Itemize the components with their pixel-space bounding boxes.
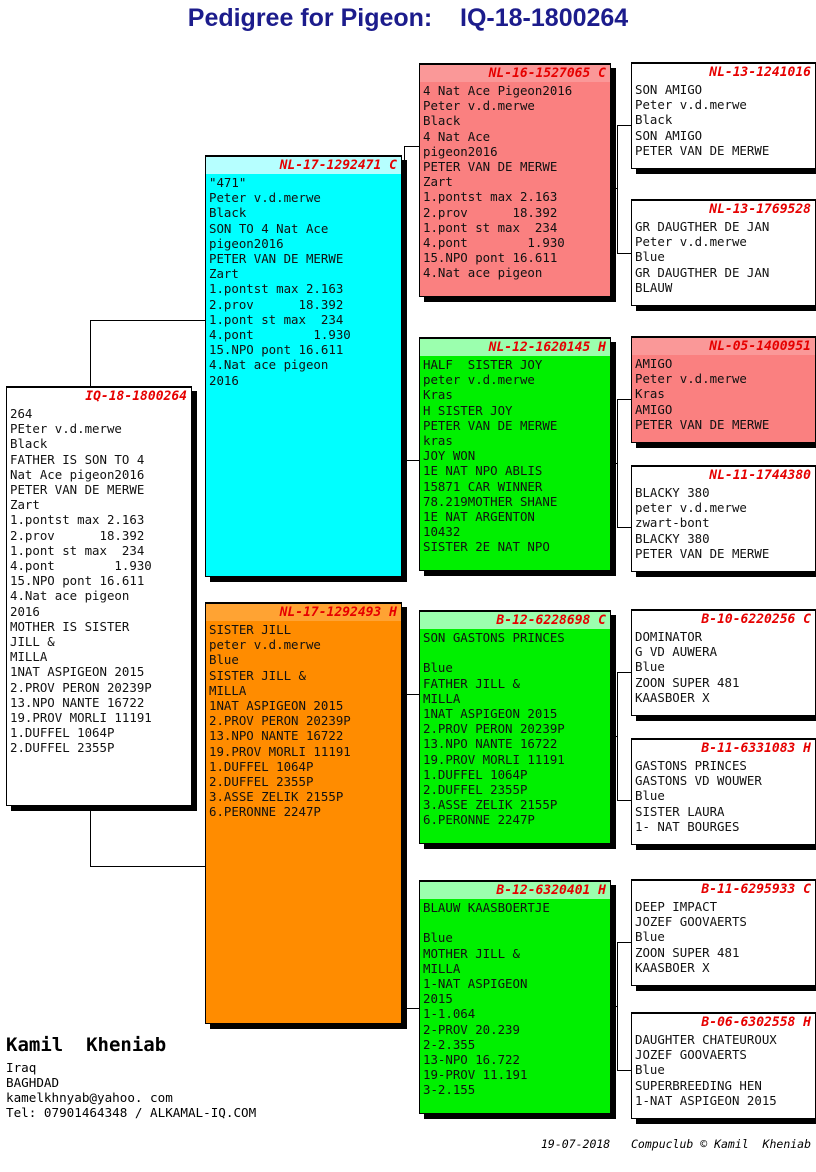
connector-to-gen4-1 [617,125,632,126]
pedigree-box-subject[interactable]: IQ-18-1800264 264 PEter v.d.merwe Black … [6,386,192,806]
footer-credit: 19-07-2018 Compuclub © Kamil Kheniab [541,1137,812,1151]
connector-gen3-2-stub [608,463,618,464]
owner-email: kamelkhnyab@yahoo. com [6,1090,173,1105]
connector-gen3-1-vertical [617,125,618,253]
pedigree-box-gen3-4[interactable]: B-12-6320401 H BLAUW KAASBOERTJE Blue MO… [419,880,611,1114]
box-details-gen4-6: GASTONS PRINCES GASTONS VD WOUWER Blue S… [635,758,762,834]
box-header-rule [632,739,815,740]
connector-to-gen4-3 [617,399,632,400]
connector-gen3-4-stub [608,1006,618,1007]
ring-number-gen2-mother: NL-17-1292493 H [206,604,401,621]
ring-number-gen4-7: B-11-6295933 C [632,881,815,898]
pedigree-box-gen2-mother[interactable]: NL-17-1292493 H SISTER JILL peter v.d.me… [205,602,402,1024]
connector-gen3-3-stub [608,736,618,737]
box-header-rule [632,337,815,338]
connector-to-gen2-mother [90,866,206,867]
pedigree-box-gen4-6[interactable]: B-11-6331083 H GASTONS PRINCES GASTONS V… [631,738,816,845]
pedigree-box-gen4-7[interactable]: B-11-6295933 C DEEP IMPACT JOZEF GOOVAER… [631,879,816,986]
box-details-gen3-4: BLAUW KAASBOERTJE Blue MOTHER JILL & MIL… [423,900,550,1098]
ring-number-gen4-4: NL-11-1744380 [632,467,815,484]
box-details-gen2-mother: SISTER JILL peter v.d.merwe Blue SISTER … [209,622,351,820]
pedigree-box-gen4-3[interactable]: NL-05-1400951 AMIGO Peter v.d.merwe Kras… [631,336,816,443]
box-details-gen4-8: DAUGHTER CHATEUROUX JOZEF GOOVAERTS Blue… [635,1032,777,1108]
box-details-gen3-1: 4 Nat Ace Pigeon2016 Peter v.d.merwe Bla… [423,83,573,281]
connector-to-gen2-father [90,320,206,321]
box-details-gen2-father: "471" Peter v.d.merwe Black SON TO 4 Nat… [209,175,351,388]
box-header-rule [206,156,401,157]
box-details-gen4-5: DOMINATOR G VD AUWERA Blue ZOON SUPER 48… [635,629,740,705]
box-header-rule [206,603,401,604]
box-details-gen4-1: SON AMIGO Peter v.d.merwe Black SON AMIG… [635,82,770,158]
pedigree-box-gen4-4[interactable]: NL-11-1744380 BLACKY 380 peter v.d.merwe… [631,465,816,572]
connector-gen2-father-vertical [404,146,405,460]
pedigree-box-gen4-2[interactable]: NL-13-1769528 GR DAUGTHER DE JAN Peter v… [631,199,816,306]
ring-number-gen4-8: B-06-6302558 H [632,1014,815,1031]
ring-number-gen3-2: NL-12-1620145 H [420,339,610,356]
owner-city: BAGHDAD [6,1075,60,1090]
box-header-rule [632,610,815,611]
box-header-rule [420,338,610,339]
ring-number-gen4-5: B-10-6220256 C [632,611,815,628]
connector-to-gen4-2 [617,253,632,254]
box-header-rule [420,881,610,882]
ring-number-gen3-1: NL-16-1527065 C [420,65,610,82]
connector-to-gen4-7 [617,942,632,943]
ring-number-gen4-3: NL-05-1400951 [632,338,815,355]
ring-number-gen4-6: B-11-6331083 H [632,740,815,757]
box-details-gen3-3: SON GASTONS PRINCES Blue FATHER JILL & M… [423,630,565,828]
box-details-gen4-7: DEEP IMPACT JOZEF GOOVAERTS Blue ZOON SU… [635,899,747,975]
ring-number-gen4-2: NL-13-1769528 [632,201,815,218]
page-title: Pedigree for Pigeon: IQ-18-1800264 [187,4,629,32]
box-header-rule [420,611,610,612]
box-details-gen3-2: HALF SISTER JOY peter v.d.merwe Kras H S… [423,357,558,555]
box-header-rule [632,200,815,201]
pedigree-box-gen3-2[interactable]: NL-12-1620145 H HALF SISTER JOY peter v.… [419,337,611,571]
ring-number-gen4-1: NL-13-1241016 [632,64,815,81]
owner-country: Iraq [6,1060,37,1075]
pedigree-box-gen4-5[interactable]: B-10-6220256 C DOMINATOR G VD AUWERA Blu… [631,609,816,716]
connector-gen3-1-stub [608,188,618,189]
pedigree-box-gen4-8[interactable]: B-06-6302558 H DAUGHTER CHATEUROUX JOZEF… [631,1012,816,1119]
owner-name: Kamil Kheniab [6,1034,167,1056]
connector-to-gen4-5 [617,672,632,673]
connector-to-gen4-4 [617,527,632,528]
connector-to-gen4-8 [617,1070,632,1071]
connector-to-gen3-2 [404,460,421,461]
connector-to-gen3-1 [404,146,421,147]
ring-number-subject: IQ-18-1800264 [7,388,191,405]
ring-number-gen2-father: NL-17-1292471 C [206,157,401,174]
connector-to-gen4-6 [617,800,632,801]
box-details-subject: 264 PEter v.d.merwe Black FATHER IS SON … [10,406,152,756]
owner-phone: Tel: 07901464348 / ALKAMAL-IQ.COM [6,1105,257,1120]
pedigree-box-gen3-3[interactable]: B-12-6228698 C SON GASTONS PRINCES Blue … [419,610,611,844]
box-header-rule [632,466,815,467]
box-header-rule [420,64,610,65]
ring-number-gen3-3: B-12-6228698 C [420,612,610,629]
connector-to-gen3-3 [404,694,421,695]
pedigree-box-gen4-1[interactable]: NL-13-1241016 SON AMIGO Peter v.d.merwe … [631,62,816,169]
pedigree-box-gen3-1[interactable]: NL-16-1527065 C 4 Nat Ace Pigeon2016 Pet… [419,63,611,297]
box-header-rule [7,387,191,388]
box-details-gen4-3: AMIGO Peter v.d.merwe Kras AMIGO PETER V… [635,356,770,432]
connector-to-gen3-4 [404,1008,421,1009]
connector-gen2-mother-vertical [404,694,405,1008]
pedigree-box-gen2-father[interactable]: NL-17-1292471 C "471" Peter v.d.merwe Bl… [205,155,402,577]
box-header-rule [632,880,815,881]
box-header-rule [632,63,815,64]
box-details-gen4-2: GR DAUGTHER DE JAN Peter v.d.merwe Blue … [635,219,770,295]
box-details-gen4-4: BLACKY 380 peter v.d.merwe zwart-bont BL… [635,485,770,561]
box-header-rule [632,1013,815,1014]
ring-number-gen3-4: B-12-6320401 H [420,882,610,899]
